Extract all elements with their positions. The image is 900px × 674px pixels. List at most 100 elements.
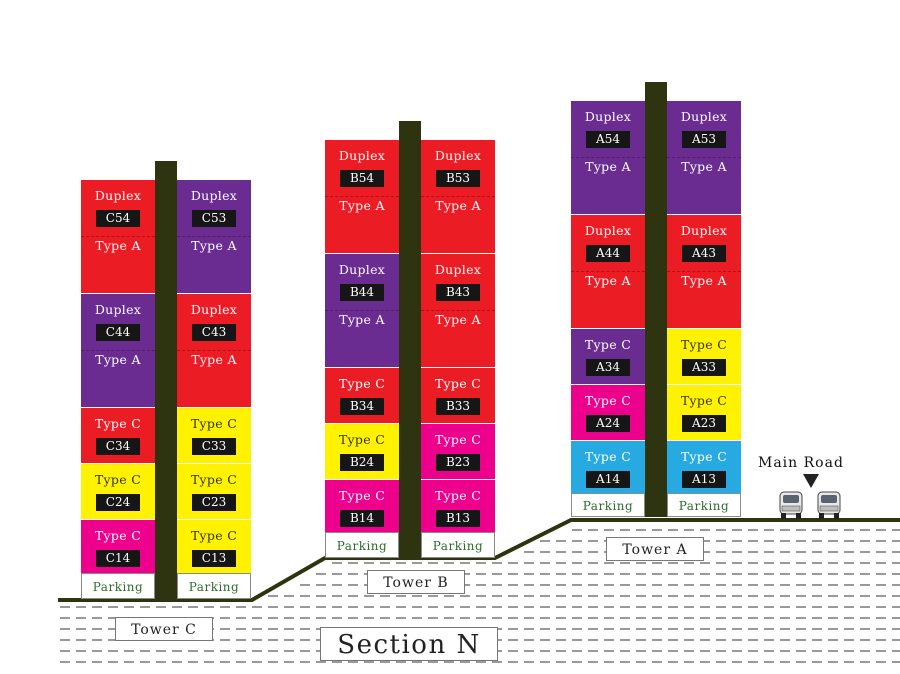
parking-label: Parking — [81, 573, 155, 599]
unit-type-label: Duplex — [680, 223, 728, 238]
unit-a24[interactable]: Type C A24 — [571, 385, 645, 440]
unit-code: A53 — [682, 131, 726, 148]
unit-type-label: Type C — [190, 528, 238, 543]
unit-type-label: Duplex — [338, 148, 386, 163]
unit-sublabel: Type A — [339, 198, 385, 213]
unit-sublabel: Type A — [585, 159, 631, 174]
duplex-divider — [571, 271, 645, 272]
main-road-label: Main Road — [758, 455, 844, 471]
unit-code: B33 — [436, 398, 480, 415]
unit-code: C54 — [96, 210, 140, 227]
tower-label: Tower C — [115, 617, 213, 641]
unit-code: B24 — [340, 454, 384, 471]
duplex-divider — [177, 350, 251, 351]
unit-code: C43 — [192, 324, 236, 341]
duplex-divider — [81, 350, 155, 351]
unit-a34[interactable]: Type C A34 — [571, 329, 645, 384]
unit-type-label: Type C — [680, 449, 728, 464]
unit-code: A24 — [586, 415, 630, 432]
unit-code: A13 — [682, 471, 726, 488]
unit-type-label: Type C — [94, 528, 142, 543]
duplex-divider — [177, 236, 251, 237]
unit-type-label: Duplex — [190, 188, 238, 203]
duplex-divider — [325, 196, 399, 197]
car-icon — [817, 491, 841, 519]
unit-type-label: Type C — [680, 393, 728, 408]
unit-sublabel: Type A — [95, 238, 141, 253]
unit-type-label: Duplex — [94, 188, 142, 203]
unit-code: C23 — [192, 494, 236, 511]
unit-type-label: Type C — [584, 449, 632, 464]
unit-code: C13 — [192, 550, 236, 567]
unit-b14[interactable]: Type C B14 — [325, 480, 399, 535]
parking-label: Parking — [571, 493, 645, 517]
unit-sublabel: Type A — [585, 273, 631, 288]
unit-c23[interactable]: Type C C23 — [177, 464, 251, 519]
tower-core — [155, 161, 177, 599]
unit-type-label: Duplex — [434, 148, 482, 163]
unit-code: C33 — [192, 438, 236, 455]
parking-label: Parking — [421, 532, 495, 558]
duplex-divider — [421, 196, 495, 197]
unit-code: A44 — [586, 245, 630, 262]
unit-type-label: Type C — [338, 488, 386, 503]
unit-code: C14 — [96, 550, 140, 567]
unit-type-label: Type C — [94, 472, 142, 487]
unit-code: C24 — [96, 494, 140, 511]
parking-label: Parking — [177, 573, 251, 599]
unit-type-label: Duplex — [338, 262, 386, 277]
unit-code: B14 — [340, 510, 384, 527]
main-road-arrow-icon — [803, 474, 819, 488]
unit-type-label: Duplex — [434, 262, 482, 277]
unit-code: C44 — [96, 324, 140, 341]
tower-core — [399, 121, 421, 558]
unit-c13[interactable]: Type C C13 — [177, 520, 251, 575]
unit-code: C53 — [192, 210, 236, 227]
unit-type-label: Duplex — [680, 109, 728, 124]
unit-type-label: Type C — [584, 337, 632, 352]
car-icon — [779, 491, 803, 519]
unit-type-label: Duplex — [190, 302, 238, 317]
unit-code: B44 — [340, 284, 384, 301]
duplex-divider — [571, 157, 645, 158]
unit-c24[interactable]: Type C C24 — [81, 464, 155, 519]
ground-surface-line — [58, 518, 900, 602]
unit-code: B54 — [340, 170, 384, 187]
unit-a13[interactable]: Type C A13 — [667, 441, 741, 496]
duplex-divider — [667, 157, 741, 158]
unit-code: A43 — [682, 245, 726, 262]
section-title: Section N — [320, 627, 498, 661]
unit-c14[interactable]: Type C C14 — [81, 520, 155, 575]
unit-sublabel: Type A — [435, 312, 481, 327]
duplex-divider — [81, 236, 155, 237]
unit-type-label: Duplex — [94, 302, 142, 317]
unit-type-label: Type C — [584, 393, 632, 408]
unit-code: A34 — [586, 359, 630, 376]
duplex-divider — [325, 310, 399, 311]
unit-sublabel: Type A — [191, 352, 237, 367]
unit-type-label: Type C — [190, 472, 238, 487]
